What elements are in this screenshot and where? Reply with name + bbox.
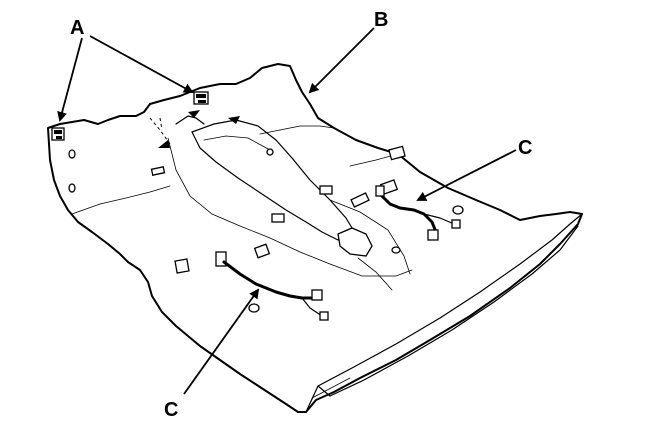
wire-harness-left <box>222 260 329 321</box>
leader-a-left <box>57 37 83 122</box>
callout-c-right: C <box>518 137 532 159</box>
fastener-arrows <box>158 110 240 148</box>
leader-c-bottom <box>183 288 260 395</box>
wire-harness-right <box>375 185 461 241</box>
carpet-outline <box>47 63 583 413</box>
callout-c-bottom: C <box>164 399 178 421</box>
leader-a-right <box>89 35 194 93</box>
leader-b <box>308 27 375 94</box>
sill-strip <box>305 213 583 413</box>
callout-a: A <box>70 17 84 39</box>
clip-center <box>193 91 209 105</box>
carpet-holes <box>68 148 464 313</box>
leader-c-right <box>416 149 517 201</box>
carpet-clips <box>51 91 209 141</box>
callout-labels: A B C C <box>70 9 532 421</box>
clip-left <box>51 127 65 141</box>
leader-lines <box>57 27 517 395</box>
callout-b: B <box>374 9 388 31</box>
rear-ledge <box>71 117 399 215</box>
center-tunnel <box>167 119 413 291</box>
